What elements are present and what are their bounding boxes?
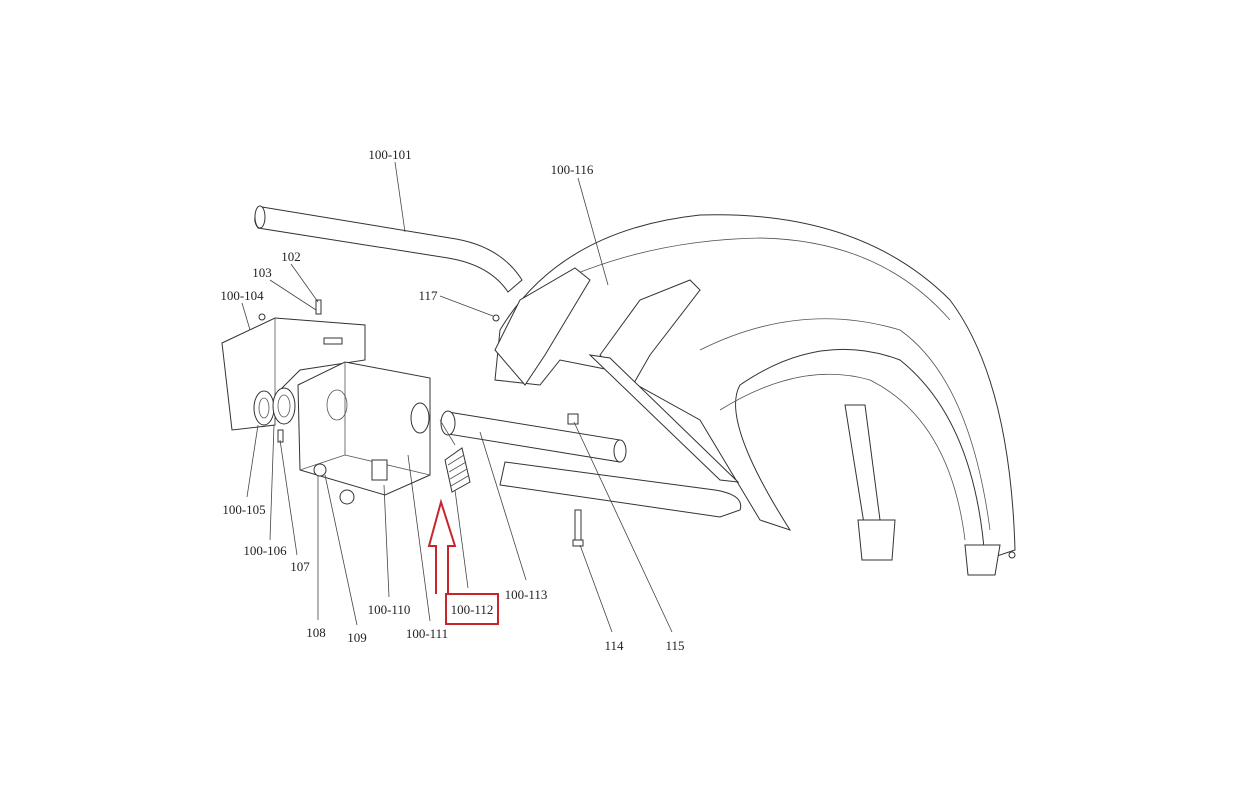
highlight-box [445,593,499,625]
label-102: 102 [281,249,301,264]
label-117: 117 [418,288,438,303]
handlebar-tube [254,205,523,293]
label-103: 103 [252,265,272,280]
label-108: 108 [306,625,326,640]
label-100-113: 100-113 [505,587,548,602]
bolt [492,314,584,547]
label-100-116: 100-116 [551,162,594,177]
leader-lines [241,161,673,633]
label-100-101: 100-101 [368,147,411,162]
gear-housing [297,361,431,505]
label-109: 109 [347,630,367,645]
label-107: 107 [290,559,310,574]
bearings [253,387,296,443]
spring [439,419,471,493]
axle-tubes [440,354,742,518]
highlight-arrow [427,498,457,594]
fender-cover [494,214,1016,576]
label-100-106: 100-106 [243,543,287,558]
label-100-105: 100-105 [222,502,265,517]
label-100-112: 100-112 [451,602,494,617]
label-114: 114 [604,638,624,653]
label-100-110: 100-110 [368,602,411,617]
label-115: 115 [665,638,684,653]
label-100-111: 100-111 [406,626,448,641]
label-100-104: 100-104 [220,288,264,303]
